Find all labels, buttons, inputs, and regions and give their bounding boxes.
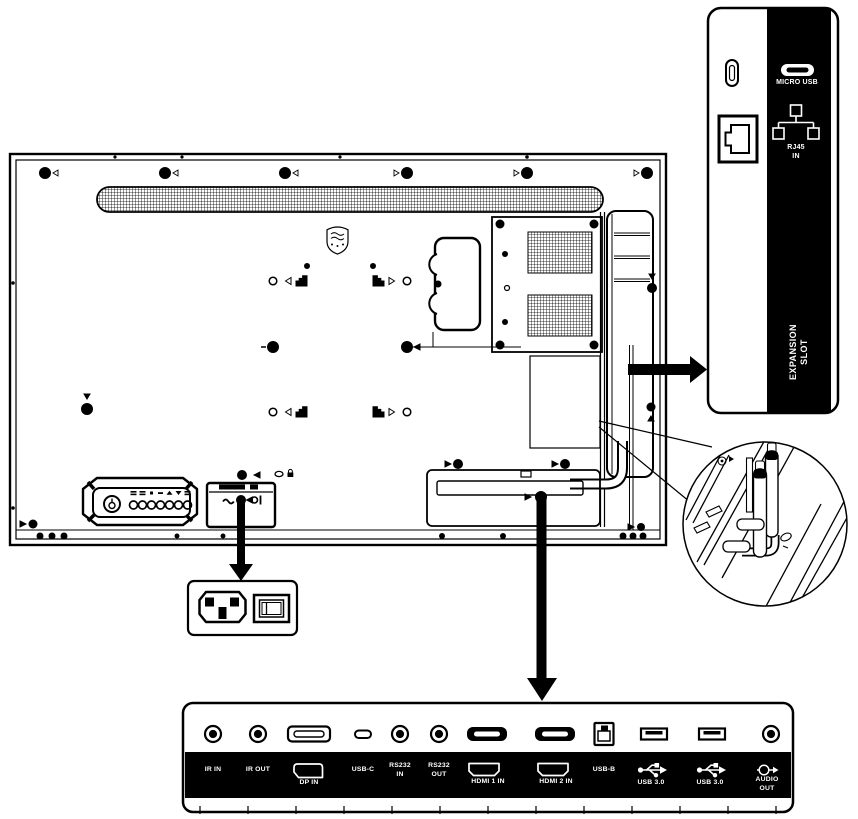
display-rear-view <box>8 152 668 547</box>
port-label-rs232-in: RS232 IN <box>389 762 411 778</box>
power-switch-icon <box>252 593 291 624</box>
arrow-to-expansion-panel <box>628 356 707 383</box>
displayport-icon <box>293 763 324 779</box>
control-keypad <box>81 476 199 527</box>
antenna-post-front <box>752 460 768 558</box>
arrow-to-bottom-panel <box>527 494 557 701</box>
rs232-in-port <box>390 724 410 744</box>
micro-usb-icon <box>781 64 814 76</box>
ir-in-port <box>203 724 223 744</box>
magnifier-callout-lines <box>598 420 713 503</box>
frame-border-dots <box>11 155 529 510</box>
audio-out-icon <box>757 764 779 776</box>
display-outer-frame <box>8 152 668 547</box>
kensington-lock-icon <box>274 468 294 478</box>
connector-recess <box>426 459 601 527</box>
hdmi-1-port <box>467 727 507 741</box>
vent-grille <box>96 186 604 213</box>
label-plate <box>529 355 601 449</box>
philips-shield-icon <box>326 226 349 255</box>
panel-mount-ticks <box>199 806 777 814</box>
callout-arrows <box>229 356 707 701</box>
cable-conduit <box>570 441 628 490</box>
power-inlet-detail <box>186 579 299 637</box>
expansion-io-panel <box>706 6 840 415</box>
expansion-bracket <box>599 210 657 530</box>
expansion-slot-label: EXPANSION SLOT <box>787 324 809 380</box>
port-label-dp-in: DP IN <box>299 779 319 786</box>
usb-3-port-right <box>697 727 727 741</box>
usb-c-port <box>354 729 372 739</box>
bottom-io-panel <box>181 701 795 814</box>
rj45-port <box>717 114 759 164</box>
keypad-power-button <box>103 495 121 513</box>
arrow-to-power-detail <box>229 500 253 581</box>
vesa-mount-markers <box>261 263 521 418</box>
mesh-module <box>491 216 603 353</box>
top-screw-row <box>39 167 653 179</box>
port-label-audio-out: AUDIO OUT <box>755 776 779 792</box>
audio-out-port <box>761 724 781 744</box>
hdmi-2-port <box>535 727 575 741</box>
usb-b-port <box>593 721 615 747</box>
port-label-usb-c: USB-C <box>351 766 375 773</box>
keypad-button-glyphs <box>130 490 191 496</box>
rj45-in-label: RJ45 IN <box>787 144 805 161</box>
port-label-ir-in: IR IN <box>204 766 222 773</box>
usb-3-port-left <box>639 727 669 741</box>
port-label-rs232-out: RS232 OUT <box>428 762 450 778</box>
micro-usb-label: MICRO USB <box>776 79 818 86</box>
dp-in-port <box>286 725 332 743</box>
ac-inlet-icon <box>198 590 247 624</box>
keypad-buttons <box>128 500 193 510</box>
rj45-network-icon <box>772 104 820 140</box>
display-inner-frame <box>15 159 661 540</box>
rs232-out-port <box>429 724 449 744</box>
port-label-hdmi-2-in: HDMI 2 IN <box>539 778 573 785</box>
bottom-screws <box>28 403 647 540</box>
port-label-usb-3-left: USB 3.0 <box>637 779 665 786</box>
ir-out-port <box>248 724 268 744</box>
micro-usb-port <box>725 59 739 87</box>
ac-symbol <box>222 498 235 505</box>
power-inlet-box <box>205 468 294 529</box>
port-label-hdmi-1-in: HDMI 1 IN <box>471 778 505 785</box>
port-label-usb-3-right: USB 3.0 <box>696 779 724 786</box>
power-switch-symbol <box>250 496 259 504</box>
port-label-usb-b: USB-B <box>592 766 616 773</box>
port-label-ir-out: IR OUT <box>245 766 271 773</box>
handle-module <box>428 236 482 332</box>
antenna-detail-circle <box>682 441 848 607</box>
antenna-post-rear <box>764 442 779 538</box>
